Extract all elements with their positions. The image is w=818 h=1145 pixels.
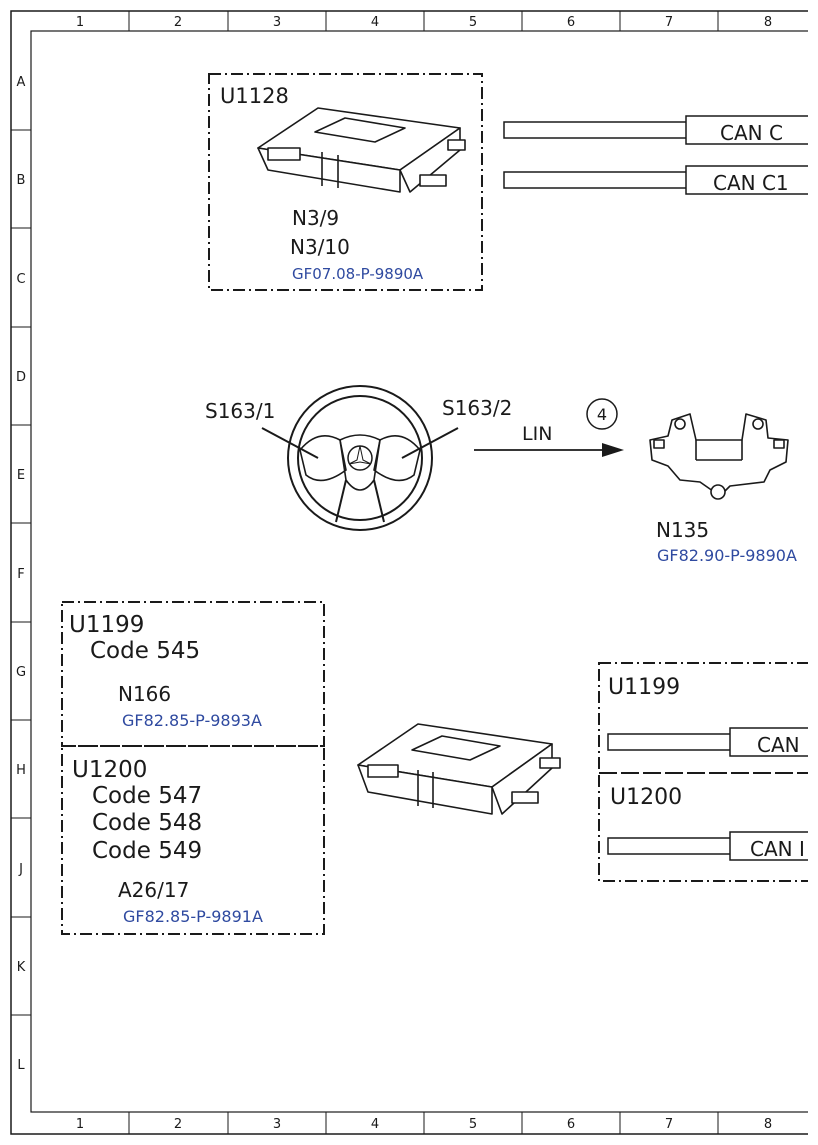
- col-label: 4: [371, 15, 379, 30]
- row-label: A: [17, 75, 26, 90]
- marker-number: 4: [597, 405, 607, 424]
- inner-frame: [30, 30, 818, 1113]
- u1200-code: Code 548: [92, 810, 202, 836]
- bus-label: CAN C: [720, 121, 783, 145]
- marker-circle: [586, 398, 618, 430]
- right-u1199-bus-line: [607, 733, 733, 751]
- u1200-part: A26/17: [118, 878, 189, 902]
- n135-ref-link[interactable]: GF82.90-P-9890A: [657, 546, 797, 565]
- column-labels-top: 1 2 3 4 5 6 7 8: [76, 15, 772, 30]
- col-label: 2: [174, 15, 182, 30]
- row-dividers: [11, 129, 31, 1016]
- row-label: J: [18, 862, 23, 877]
- right-u1200-bus-label: CAN I: [750, 837, 805, 861]
- col-label: 5: [469, 15, 477, 30]
- row-label: H: [16, 763, 26, 778]
- col-label: 7: [665, 15, 673, 30]
- n135-label: N135: [656, 518, 709, 542]
- row-label: D: [16, 370, 26, 385]
- lin-label: LIN: [522, 423, 552, 445]
- u1128-part-n3-9: N3/9: [292, 206, 339, 230]
- bus-can-c1: CAN C1: [503, 165, 818, 195]
- row-label: L: [17, 1058, 25, 1073]
- row-label: C: [16, 272, 25, 287]
- steering-wheel-icon: [261, 385, 459, 531]
- right-u1199-bus-label: CAN: [757, 733, 800, 757]
- right-u1199-bus-box: [729, 727, 818, 757]
- col-label: 1: [76, 15, 84, 30]
- right-u1200-bus-line: [607, 837, 733, 855]
- col-label: 3: [273, 15, 281, 30]
- col-label: 1: [76, 1117, 84, 1132]
- column-dividers: [128, 11, 719, 1134]
- u1199-box: [61, 601, 325, 747]
- bus-can-c: CAN C: [503, 115, 818, 145]
- col-label: 6: [567, 15, 575, 30]
- u1200-code: Code 547: [92, 783, 202, 809]
- col-label: 2: [174, 1117, 182, 1132]
- u1200-title: U1200: [72, 757, 147, 783]
- row-label: F: [17, 567, 24, 582]
- u1199-part: N166: [118, 682, 171, 706]
- col-label: 4: [371, 1117, 379, 1132]
- col-label: 8: [764, 1117, 772, 1132]
- control-unit-icon: [357, 723, 561, 815]
- u1200-ref-link[interactable]: GF82.85-P-9891A: [123, 907, 263, 926]
- outer-frame: [10, 10, 818, 1135]
- u1199-code: Code 545: [90, 638, 200, 664]
- col-label: 3: [273, 1117, 281, 1132]
- row-label: B: [17, 173, 26, 188]
- u1199-ref-link[interactable]: GF82.85-P-9893A: [122, 711, 262, 730]
- col-label: 5: [469, 1117, 477, 1132]
- right-edge-mask: [808, 0, 818, 1145]
- control-unit-icon: [257, 107, 466, 193]
- col-label: 8: [764, 15, 772, 30]
- row-labels: A B C D E F G H J K L: [16, 75, 26, 1073]
- right-u1200-box: [598, 772, 818, 882]
- n135-module-icon: [649, 413, 789, 500]
- right-u1199-title: U1199: [608, 675, 680, 700]
- switch-s163-1-label: S163/1: [205, 399, 275, 423]
- row-label: E: [17, 468, 25, 483]
- col-label: 6: [567, 1117, 575, 1132]
- u1128-title: U1128: [220, 84, 289, 108]
- right-u1200-bus-box: [729, 831, 818, 861]
- u1200-code: Code 549: [92, 838, 202, 864]
- u1128-part-n3-10: N3/10: [290, 235, 350, 259]
- row-label: G: [16, 665, 26, 680]
- column-labels-bottom: 1 2 3 4 5 6 7 8: [76, 1117, 772, 1132]
- bus-label: CAN C1: [713, 171, 789, 195]
- u1200-box: [61, 745, 325, 935]
- lin-arrow-head: [602, 443, 624, 457]
- switch-s163-2-label: S163/2: [442, 396, 512, 420]
- u1199-title: U1199: [69, 612, 144, 638]
- u1128-box: [208, 73, 483, 291]
- row-label: K: [17, 960, 26, 975]
- u1128-ref-link[interactable]: GF07.08-P-9890A: [292, 265, 424, 283]
- col-label: 7: [665, 1117, 673, 1132]
- right-u1200-title: U1200: [610, 785, 682, 810]
